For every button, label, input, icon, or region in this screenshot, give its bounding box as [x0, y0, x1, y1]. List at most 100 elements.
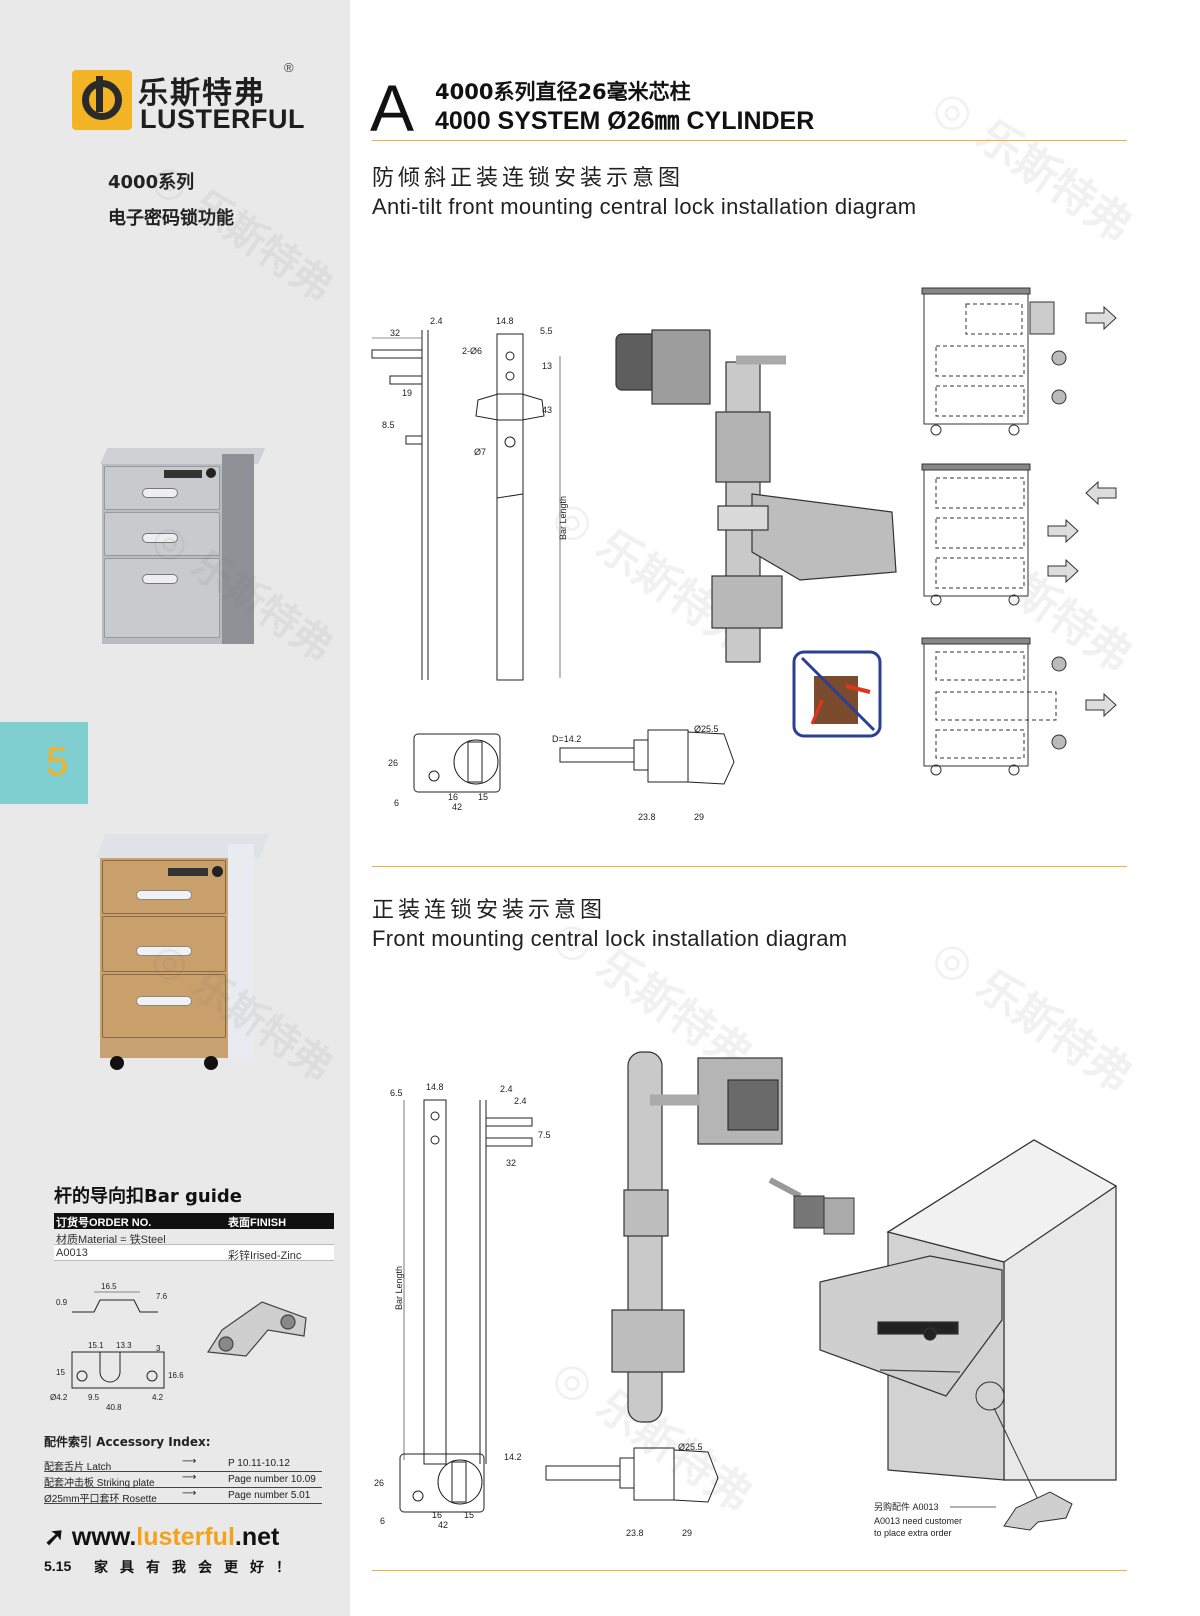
- brand-logo: 乐斯特弗 LUSTERFUL ®: [72, 60, 305, 136]
- dim-label: 6.5: [390, 1088, 403, 1098]
- arrow-right-icon: ⟶: [182, 1488, 197, 1499]
- dim-label: 6: [380, 1516, 385, 1526]
- dim-label: 15.1: [88, 1341, 104, 1350]
- section1-title-en: Anti-tilt front mounting central lock in…: [372, 194, 917, 219]
- paper-plane-icon: ➚: [44, 1523, 65, 1551]
- locked-symbol-icons: [1051, 350, 1067, 750]
- website-suffix: .net: [234, 1523, 280, 1551]
- dim-label: 9.5: [88, 1393, 100, 1402]
- dim-label: 16.6: [168, 1371, 184, 1380]
- note-line-2: A0013 need customer: [874, 1516, 962, 1526]
- dim-label: Ø25.5: [678, 1442, 703, 1452]
- lock-bar-assembly-image: [615, 329, 897, 663]
- dim-label: 2.4: [500, 1084, 513, 1094]
- header-order-no: 订货号ORDER NO.: [56, 1217, 152, 1229]
- lock-front-view-drawing: [413, 733, 501, 793]
- header-divider: [372, 140, 1127, 141]
- dim-label: 43: [542, 405, 552, 415]
- bar-guide-callout-image: [975, 1381, 1073, 1531]
- accessory-row: 配套舌片 Latch ⟶ P 10.11-10.12: [44, 1456, 322, 1473]
- cabinet-section-locked: [921, 287, 1055, 436]
- bar-guide-profile-drawing: [72, 1291, 158, 1313]
- dim-label: 8.5: [382, 420, 395, 430]
- website-link[interactable]: ➚ www.lusterful.net: [44, 1522, 279, 1552]
- accessory-name: Ø25mm平口套环 Rosette: [44, 1494, 157, 1505]
- dim-label: 14.8: [426, 1082, 444, 1092]
- dim-label: Ø7: [474, 447, 486, 457]
- material-row: 材质Material = 铁Steel: [54, 1229, 334, 1246]
- note-line-3: to place extra order: [874, 1528, 952, 1538]
- dim-label: 32: [390, 328, 400, 338]
- dim-label: 23.8: [626, 1528, 644, 1538]
- dim-label: 42: [452, 802, 462, 812]
- dim-label: 6: [394, 798, 399, 808]
- bar-guide-plan-drawing: [71, 1351, 165, 1389]
- dim-label: Bar Length: [394, 1266, 404, 1310]
- order-table: 订货号ORDER NO. 表面FINISH 材质Material = 铁Stee…: [54, 1213, 334, 1262]
- logo-mark-icon: [72, 70, 132, 130]
- grey-cabinet-image: [100, 448, 266, 644]
- dim-label: 2-Ø6: [462, 346, 482, 356]
- dim-label: Ø4.2: [50, 1393, 68, 1402]
- brand-name-cn: 乐斯特弗: [138, 76, 266, 111]
- dim-label: 15: [478, 792, 488, 802]
- no-tilt-icon: [792, 650, 882, 738]
- accessory-name: 配套舌片 Latch: [44, 1462, 112, 1473]
- wood-cabinet-image: [96, 834, 269, 1072]
- dim-label: 3: [156, 1344, 161, 1353]
- page-number: 5.15: [44, 1558, 72, 1574]
- brand-name-en: LUSTERFUL: [140, 104, 305, 134]
- lock-side-view-drawing-2: [545, 1447, 719, 1503]
- arrow-right-icon: ⟶: [182, 1472, 197, 1483]
- dim-label: 23.8: [638, 812, 656, 822]
- arrow-right-icon: ⟶: [182, 1456, 197, 1467]
- dim-label: 19: [402, 388, 412, 398]
- accessory-page: P 10.11-10.12: [228, 1458, 290, 1469]
- accessory-row: 配套冲击板 Striking plate ⟶ Page number 10.09: [44, 1472, 322, 1489]
- bar-side-profile-drawing: [371, 330, 429, 680]
- accessory-row: Ø25mm平口套环 Rosette ⟶ Page number 5.01: [44, 1488, 322, 1505]
- lock-bar-assembly-image-2: [611, 1051, 783, 1423]
- slogan: 家具有我会更好！: [94, 1560, 302, 1576]
- bar-guide-3d-image: [206, 1301, 307, 1357]
- series-label: 4000系列: [108, 172, 195, 193]
- header-title-en: 4000 SYSTEM Ø26㎜ CYLINDER: [435, 107, 815, 135]
- header-title-cn: 4000系列直径26毫米芯柱: [435, 80, 691, 104]
- section1-title-cn: 防倾斜正装连锁安装示意图: [372, 166, 685, 191]
- accessory-title: 配件索引 Accessory Index:: [44, 1435, 211, 1449]
- section-divider: [372, 866, 1127, 867]
- website-prefix: www.: [71, 1523, 137, 1551]
- sidebar: 乐斯特弗 LUSTERFUL ® 4000系列 电子密码锁功能 5 杆的导向扣: [0, 0, 350, 1616]
- dim-label: 4.2: [152, 1393, 164, 1402]
- order-row: A0013 彩锌Irised-Zinc: [54, 1245, 334, 1262]
- chapter-tab: 5: [0, 722, 88, 804]
- dim-label: 2.4: [514, 1096, 527, 1106]
- dim-label: 5.5: [540, 326, 553, 336]
- section2-title-en: Front mounting central lock installation…: [372, 926, 848, 951]
- function-label: 电子密码锁功能: [108, 208, 234, 229]
- dim-label: 29: [694, 812, 704, 822]
- bar-guide-title: 杆的导向扣Bar guide: [54, 1186, 242, 1207]
- header-finish: 表面FINISH: [228, 1217, 287, 1229]
- dim-label: 40.8: [106, 1403, 122, 1412]
- footer-divider: [372, 1570, 1127, 1571]
- dim-label: 29: [682, 1528, 692, 1538]
- cabinet-open-drawer-image: [819, 1139, 1118, 1481]
- dim-label: 14.2: [504, 1452, 522, 1462]
- dim-label: Bar Length: [558, 496, 568, 540]
- dim-label: 16: [432, 1510, 442, 1520]
- cabinet-section-anti-tilt: [921, 637, 1057, 776]
- dim-label: 32: [506, 1158, 516, 1168]
- dim-label: 0.9: [56, 1298, 68, 1307]
- dim-label: 26: [374, 1478, 384, 1488]
- dim-label: 2.4: [430, 316, 443, 326]
- push-arrow-icons: [1047, 305, 1117, 718]
- lock-cylinder-small-image: [768, 1177, 855, 1235]
- registered-mark: ®: [284, 60, 294, 75]
- dim-label: 15: [464, 1510, 474, 1520]
- dim-label: 26: [388, 758, 398, 768]
- section2-title-cn: 正装连锁安装示意图: [372, 898, 607, 923]
- dim-label: Ø25.5: [694, 724, 719, 734]
- note-line-1: 另购配件 A0013: [874, 1501, 939, 1512]
